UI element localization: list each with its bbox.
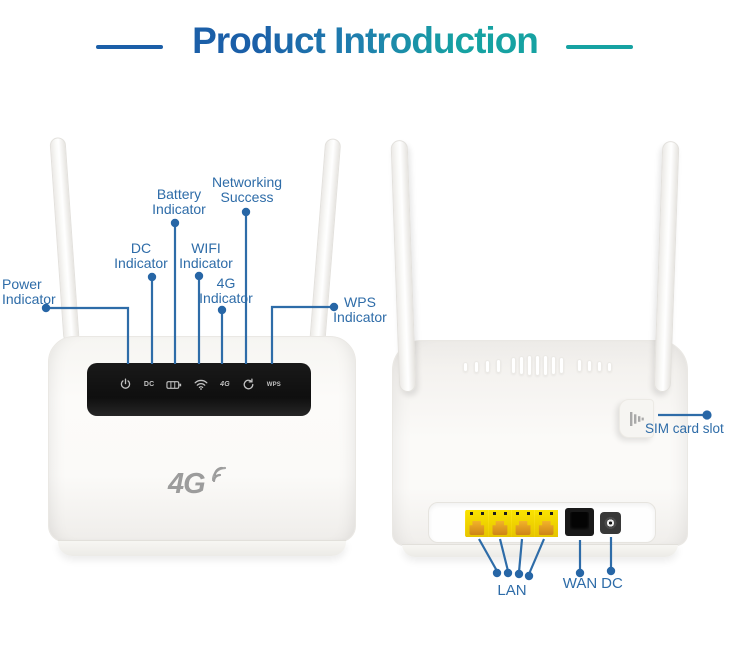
- networking-sync-icon: [242, 378, 255, 391]
- rj45-connector: [469, 521, 485, 535]
- wan-port: [565, 508, 594, 536]
- sim-eject-icon: [629, 411, 644, 426]
- title-dash-left: [96, 45, 163, 49]
- callout-sim-card-slot: SIM card slot: [645, 421, 724, 436]
- front-router-base: [58, 540, 346, 556]
- power-icon: [119, 378, 132, 391]
- front-4g-logo: 4G: [168, 466, 232, 510]
- battery-icon: [166, 380, 182, 390]
- back-left-antenna: [390, 139, 417, 393]
- lan-port-3: [512, 510, 535, 537]
- page-title: Product Introduction: [0, 20, 730, 62]
- lan-ports-block: [465, 510, 558, 537]
- title-dash-right: [566, 45, 633, 49]
- dc-indicator-text: DC: [143, 381, 155, 388]
- 4g-indicator-text: 4G: [220, 381, 230, 388]
- front-left-antenna: [49, 136, 80, 344]
- lan-port-1: [465, 510, 488, 537]
- rj45-connector: [515, 521, 531, 535]
- front-4g-logo-text: 4G: [168, 468, 206, 500]
- led-indicator-panel: DC 4G WPS: [87, 363, 311, 416]
- lan-port-2: [488, 510, 511, 537]
- callout-lan: LAN: [497, 582, 527, 599]
- callout-wan: WAN: [562, 575, 598, 592]
- back-router-base: [402, 544, 678, 557]
- wps-indicator-text: WPS: [266, 381, 281, 388]
- sim-card-slot-door: [619, 399, 654, 438]
- signal-arcs-icon: [212, 466, 227, 482]
- callout-dc-port: DC: [601, 575, 623, 592]
- rj45-connector: [538, 521, 554, 535]
- wifi-icon: [194, 379, 208, 390]
- page-title-text: Product Introduction: [192, 20, 539, 61]
- dc-power-jack: [600, 512, 621, 534]
- rj45-connector: [492, 521, 508, 535]
- lan-port-4: [535, 510, 558, 537]
